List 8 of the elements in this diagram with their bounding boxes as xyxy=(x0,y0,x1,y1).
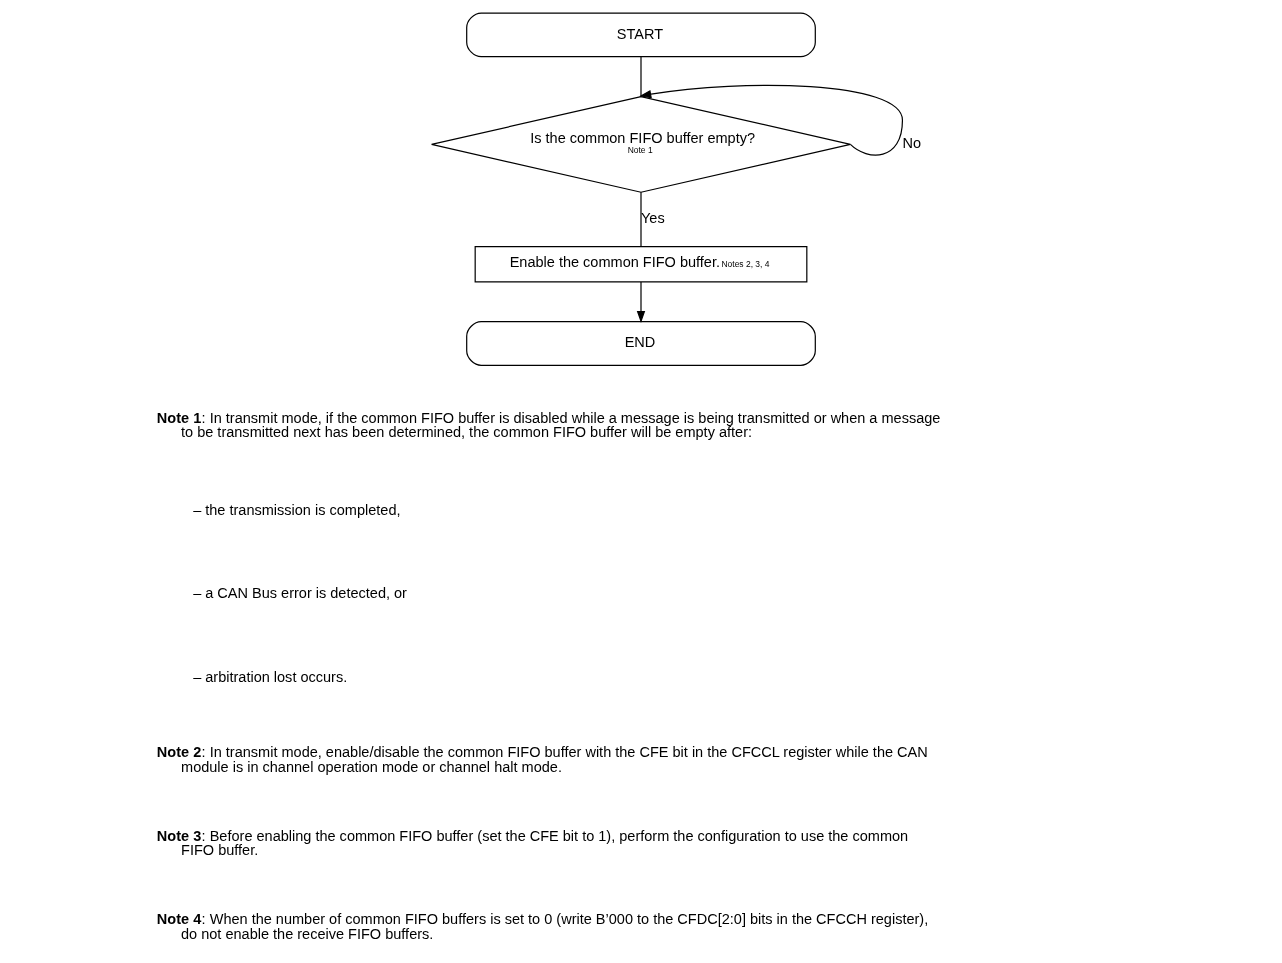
label: – the transmission is completed, xyxy=(193,501,401,518)
label: – arbitration lost occurs. xyxy=(193,668,348,685)
label: Note 4: When the number of common FIFO buffers is set to 0 (write B’000 to the CFDC[2:0] bits in the CFCCH register), do not enable the receive FIFO buffers. xyxy=(156,911,929,942)
label: Note 1: In transmit mode, if the common FIFO buffer is disabled while a message is being transmitted or when a message to be transmitted next has been determined, the common FIFO buffer will be empty after: xyxy=(156,409,941,441)
label: Note 3: Before enabling the common FIFO buffer (set the CFE bit to 1), perform the configuration to use the common FIFO buffer. xyxy=(156,827,909,859)
label: – a CAN Bus error is detected, or xyxy=(193,585,407,602)
label: Note 2: In transmit mode, enable/disable the common FIFO buffer with the CFE bit in the CFCCL register while the CAN module is in channel operation mode or channel halt mode. xyxy=(156,743,928,775)
edge-label: No xyxy=(902,135,922,152)
